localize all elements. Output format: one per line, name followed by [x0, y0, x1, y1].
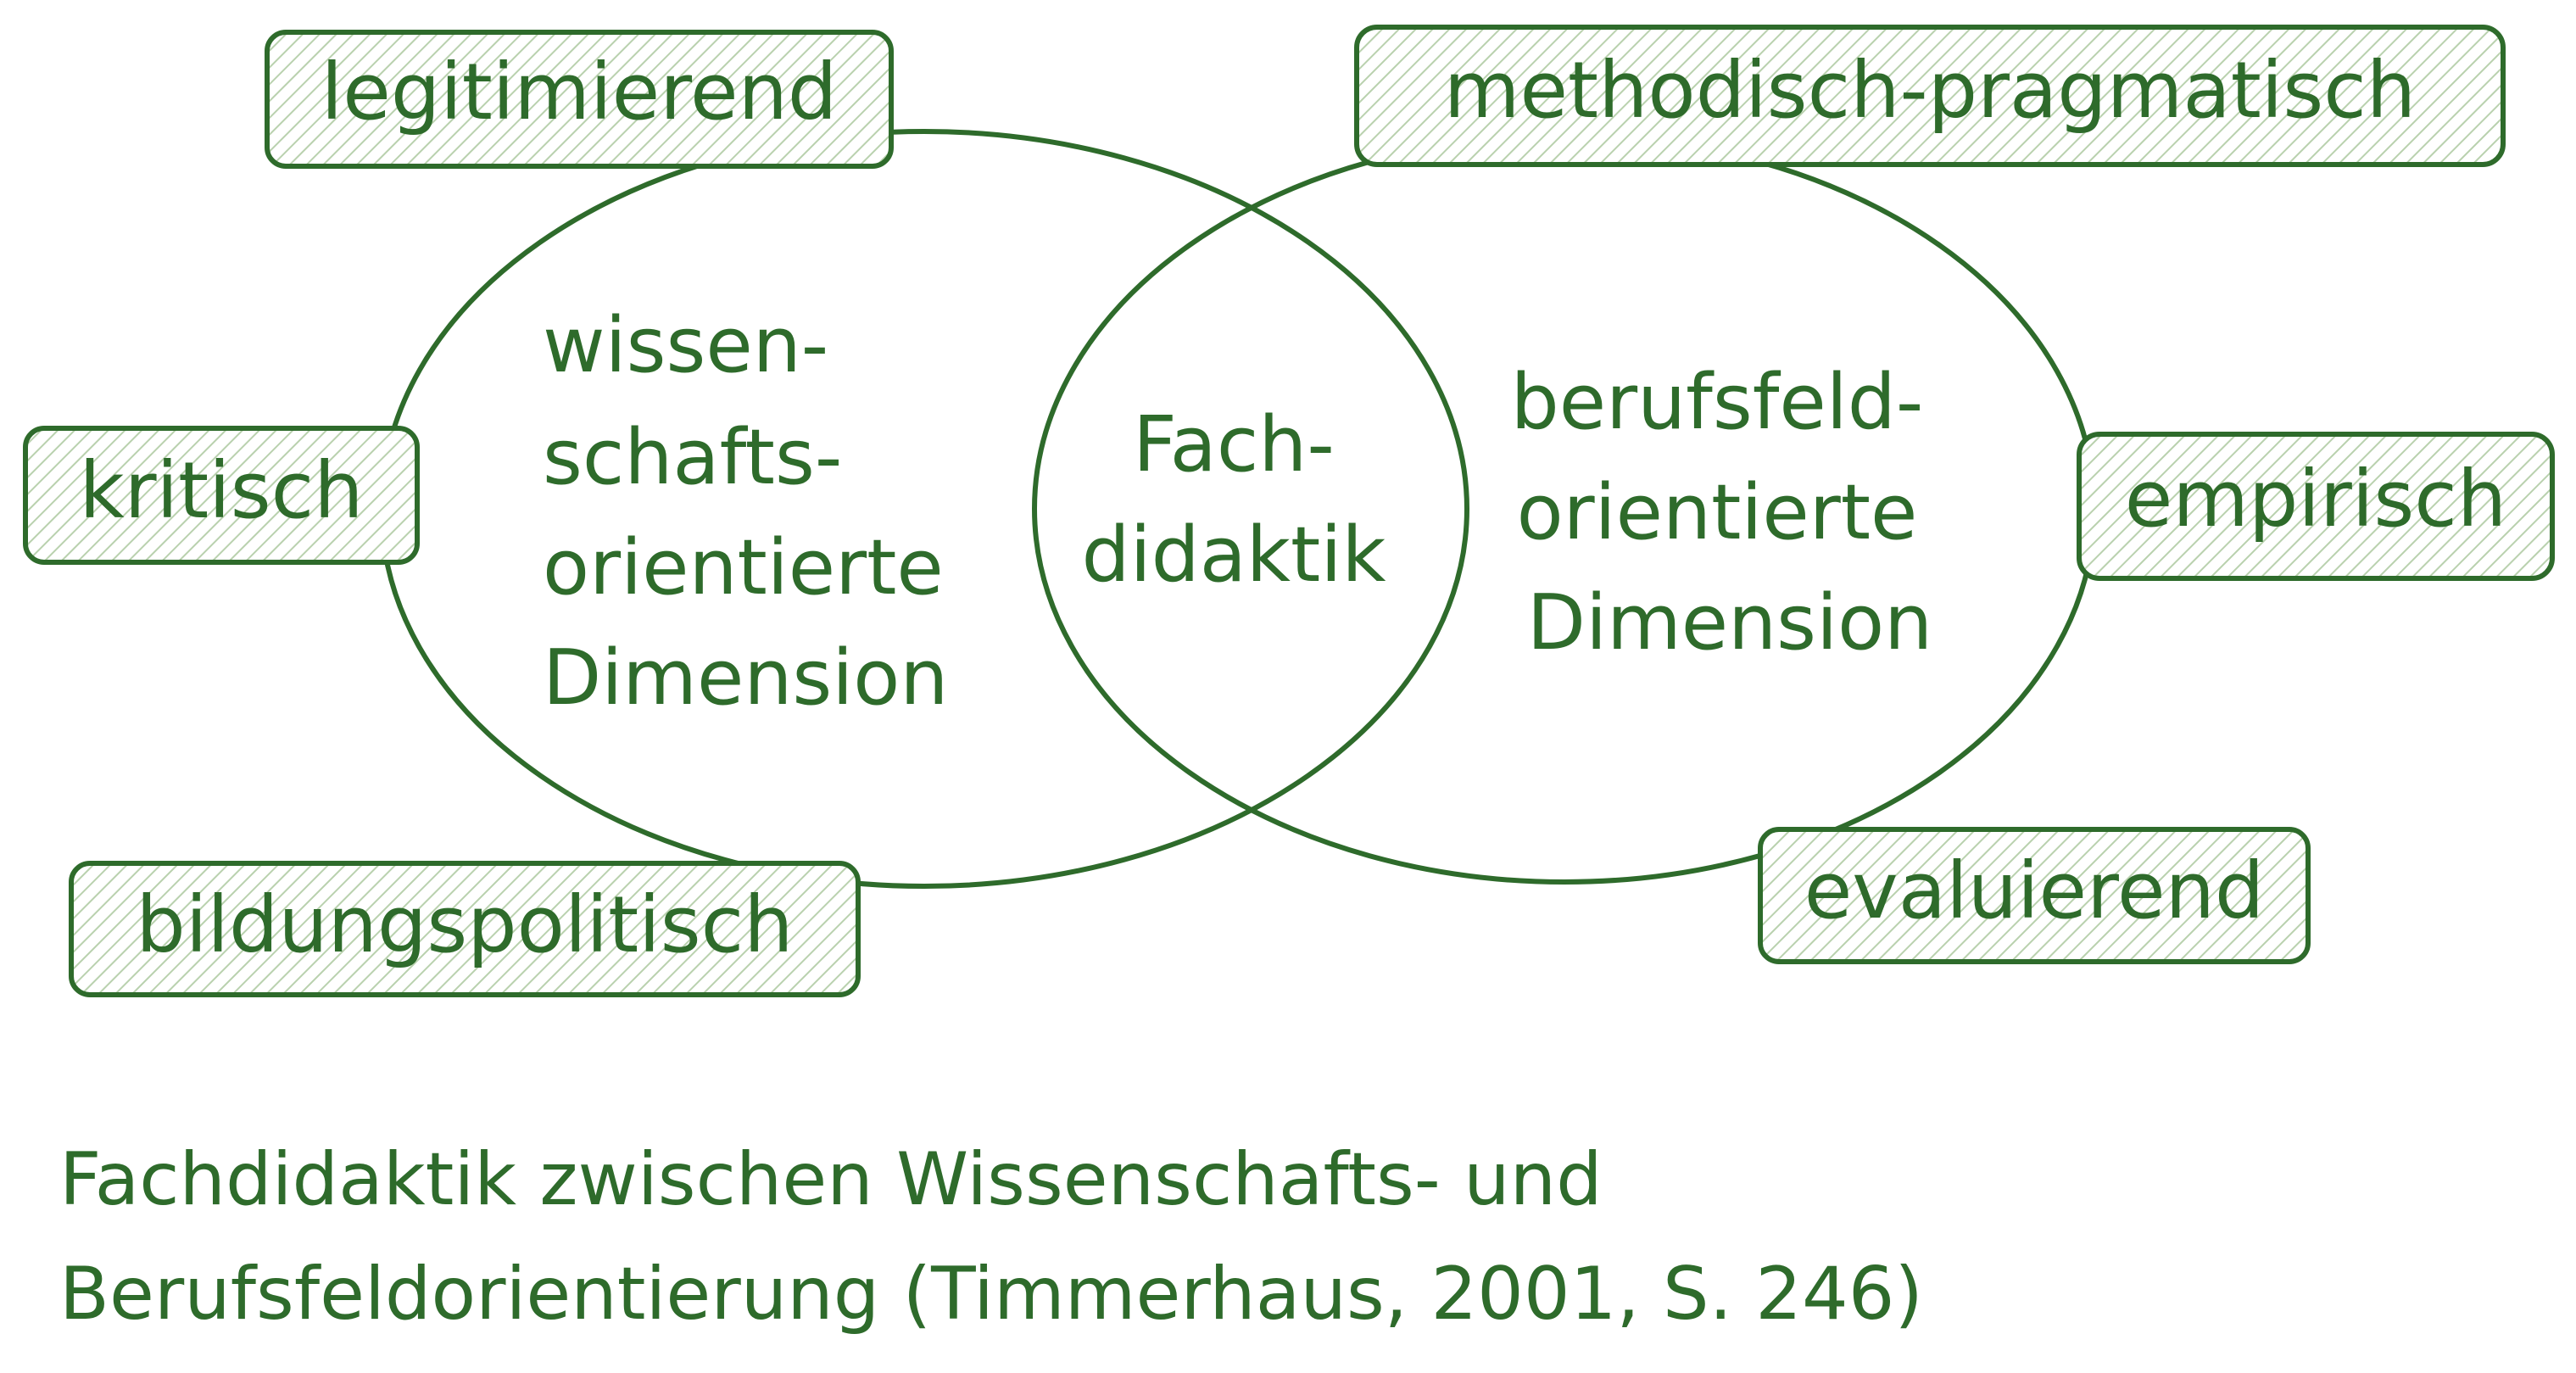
- tag-empirisch-label: empirisch: [2125, 454, 2506, 544]
- tag-bildungspolitisch-label: bildungspolitisch: [136, 879, 793, 970]
- tag-methodisch-pragmatisch-label: methodisch-pragmatisch: [1444, 45, 2416, 136]
- right-line-2: orientierte: [1517, 468, 1918, 557]
- right-line-1: berufsfeld-: [1511, 358, 1924, 447]
- tag-bildungspolitisch: bildungspolitisch: [69, 861, 861, 997]
- tag-evaluierend-label: evaluierend: [1804, 846, 2265, 936]
- tag-legitimierend-label: legitimierend: [321, 47, 838, 137]
- tag-evaluierend: evaluierend: [1758, 827, 2311, 964]
- center-line-2: didaktik: [1082, 511, 1386, 600]
- right-line-3: Dimension: [1527, 578, 1932, 667]
- tag-empirisch: empirisch: [2077, 432, 2555, 581]
- right-circle-label: berufsfeld- orientierte Dimension: [1511, 358, 1933, 667]
- left-line-3: orientierte: [543, 523, 944, 612]
- center-label: Fach- didaktik: [1082, 400, 1386, 600]
- left-line-1: wissen-: [543, 301, 828, 390]
- tag-methodisch-pragmatisch: methodisch-pragmatisch: [1354, 25, 2506, 167]
- tag-kritisch: kritisch: [23, 426, 420, 565]
- tag-kritisch-label: kritisch: [79, 445, 363, 536]
- caption-line-1: Fachdidaktik zwischen Wissenschafts- und: [59, 1137, 1603, 1222]
- tag-legitimierend: legitimierend: [265, 30, 894, 169]
- left-line-2: schafts-: [543, 413, 842, 502]
- caption-line-2: Berufsfeldorientierung (Timmerhaus, 2001…: [59, 1252, 1923, 1337]
- figure-caption: Fachdidaktik zwischen Wissenschafts- und…: [59, 1137, 1923, 1337]
- left-line-4: Dimension: [543, 633, 948, 723]
- left-circle-label: wissen- schafts- orientierte Dimension: [543, 301, 948, 723]
- left-circle: [379, 129, 1469, 889]
- center-line-1: Fach-: [1133, 400, 1335, 489]
